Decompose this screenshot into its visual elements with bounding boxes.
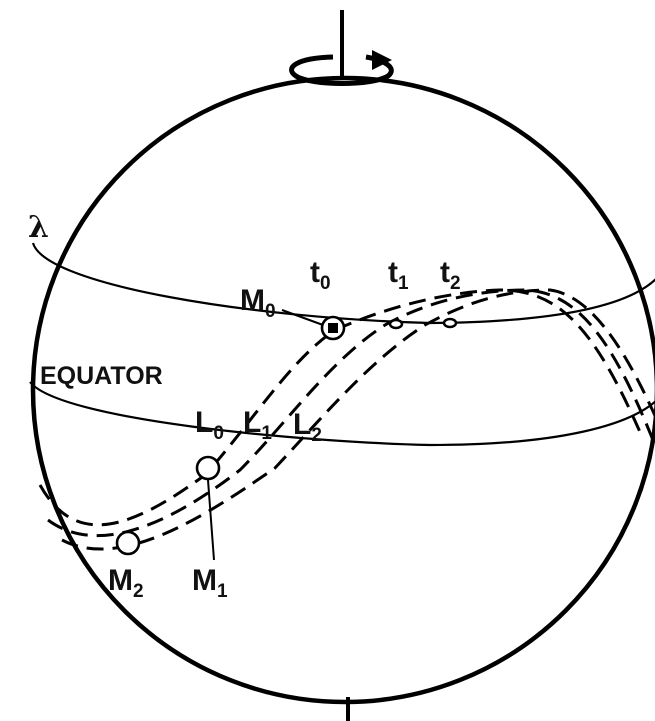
label-m2: M2	[108, 564, 144, 602]
label-t1: t1	[388, 256, 409, 294]
label-m0: M0	[240, 284, 276, 322]
label-t0: t0	[310, 256, 331, 294]
path-l0	[38, 288, 642, 527]
equator-line	[29, 381, 655, 447]
rotation-arrow-icon	[289, 50, 394, 86]
moon-position-m1	[195, 455, 221, 481]
label-l1: L1	[243, 406, 272, 444]
marker-t1	[388, 318, 404, 330]
label-l2: L2	[293, 408, 322, 446]
label-l0: L0	[195, 406, 224, 444]
label-equator: EQUATOR	[40, 362, 163, 390]
label-m1: M1	[192, 564, 228, 602]
leader-m1	[207, 479, 215, 561]
marker-t2	[442, 317, 458, 329]
sphere-outline	[30, 75, 655, 705]
path-l1	[47, 288, 655, 538]
label-lambda: λ	[28, 210, 49, 245]
leader-m0	[281, 309, 324, 326]
label-t2: t2	[440, 256, 461, 294]
path-l2	[61, 288, 655, 551]
moon-position-m0	[320, 315, 346, 341]
moon-position-m2	[115, 530, 141, 556]
